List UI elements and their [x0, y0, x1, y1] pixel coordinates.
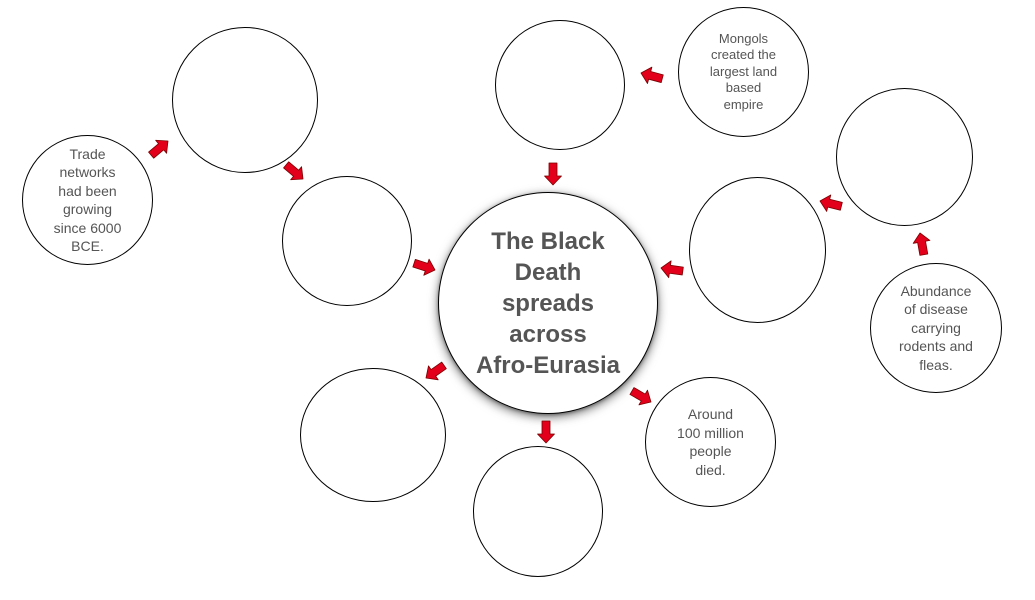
empty-bubble-top-center[interactable]	[495, 20, 625, 150]
arrow-topcenter-to-center	[544, 162, 562, 186]
bubble-abundance-text: Abundance of disease carrying rodents an…	[899, 282, 973, 373]
bubble-trade-networks[interactable]: Trade networks had been growing since 60…	[22, 135, 153, 265]
bubble-trade-networks-text: Trade networks had been growing since 60…	[53, 145, 122, 255]
empty-bubble-far-right[interactable]	[836, 88, 973, 226]
arrow-center-to-around	[627, 383, 656, 410]
bubble-around-100-million[interactable]: Around 100 million people died.	[645, 377, 776, 507]
arrow-mongols-to-topcenter	[638, 64, 665, 88]
bubble-mongols-text: Mongols created the largest land based e…	[709, 30, 778, 112]
empty-bubble-left[interactable]	[282, 176, 412, 306]
empty-bubble-top-left[interactable]	[172, 27, 318, 173]
center-bubble[interactable]: The Black Death spreads across Afro-Eura…	[438, 192, 658, 414]
bubble-mongols[interactable]: Mongols created the largest land based e…	[678, 7, 809, 137]
arrow-center-to-bottomcenter	[537, 420, 555, 444]
arrow-farright-to-right	[817, 192, 844, 216]
arrow-right-to-center	[659, 259, 685, 280]
bubble-abundance[interactable]: Abundance of disease carrying rodents an…	[870, 263, 1002, 393]
arrow-abundance-to-farright	[911, 231, 933, 257]
arrow-center-to-bottomleft	[420, 357, 450, 386]
empty-bubble-right[interactable]	[689, 177, 826, 323]
arrow-trade-to-topleft	[145, 133, 174, 163]
empty-bubble-bottom-left[interactable]	[300, 368, 446, 502]
arrow-left-to-center	[410, 254, 439, 279]
bubble-around-100-million-text: Around 100 million people died.	[677, 406, 744, 478]
empty-bubble-bottom-center[interactable]	[473, 446, 603, 577]
arrow-topleft-to-left	[280, 157, 309, 187]
center-bubble-title: The Black Death spreads across Afro-Eura…	[475, 227, 621, 379]
